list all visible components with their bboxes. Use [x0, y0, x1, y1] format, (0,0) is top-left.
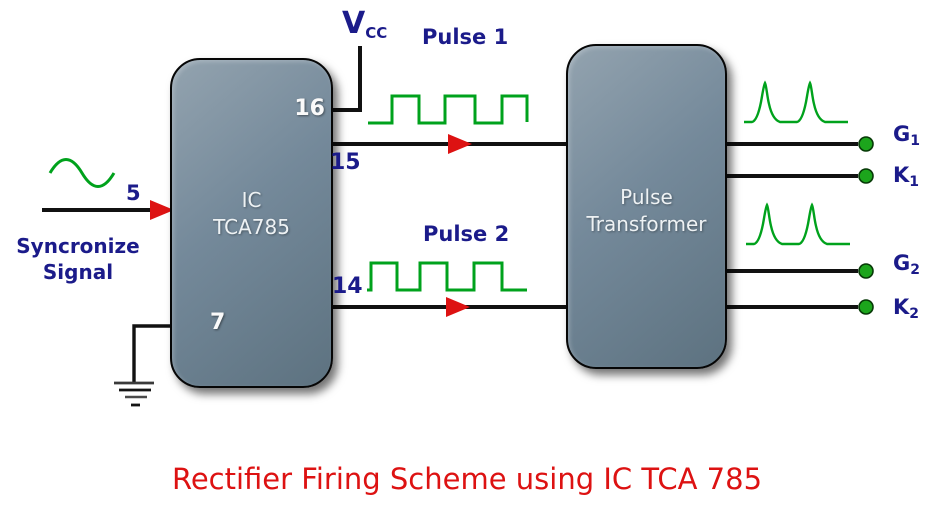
- ic-block-name-line1: IC: [241, 188, 262, 212]
- g2-label-base: G: [893, 251, 911, 275]
- k1-terminal-dot-icon: [858, 168, 874, 184]
- input-right-arrow-icon: [150, 200, 174, 220]
- pin16-label: 16: [294, 96, 325, 121]
- transformer-block-name-line2: Transformer: [586, 212, 707, 236]
- pin14-label: 14: [332, 274, 363, 299]
- vcc-label-base: V: [342, 6, 366, 41]
- pulse1-right-arrow-icon: [448, 134, 472, 154]
- g1-terminal-dot-icon: [858, 136, 874, 152]
- ic-block-name-line2: TCA785: [213, 215, 290, 239]
- sine-wave-icon: [48, 158, 116, 188]
- square-wave-pulse2-icon: [367, 261, 527, 292]
- pulse-transformer-block: Pulse Transformer: [566, 44, 727, 369]
- ground-wire: [132, 324, 172, 382]
- pulse2-label: Pulse 2: [423, 222, 510, 246]
- pin5-label: 5: [126, 181, 141, 205]
- vcc-label-sub: CC: [365, 24, 388, 42]
- transformer-block-name-line1: Pulse: [620, 185, 673, 209]
- ic-tca785-block: 16 7 IC TCA785: [170, 58, 333, 388]
- pulse2-right-arrow-icon: [446, 297, 470, 317]
- k1-label-base: K: [893, 163, 910, 187]
- k2-terminal-dot-icon: [858, 299, 874, 315]
- transformer-block-name: Pulse Transformer: [568, 184, 725, 238]
- syncronize-signal-line1: Syncronize: [16, 234, 140, 258]
- k2-label: K2: [893, 295, 919, 322]
- k2-label-base: K: [893, 295, 910, 319]
- pulse1-label: Pulse 1: [422, 25, 509, 49]
- k1-label-sub: 1: [909, 174, 920, 190]
- g2-label: G2: [893, 251, 920, 278]
- gate-pulse-spikes1-icon: [744, 80, 848, 124]
- g1-label-sub: 1: [910, 133, 920, 149]
- pin7-label: 7: [210, 310, 226, 335]
- syncronize-signal-label: Syncronize Signal: [8, 233, 148, 285]
- k2-label-sub: 2: [909, 306, 920, 322]
- diagram-title: Rectifier Firing Scheme using IC TCA 785: [171, 462, 763, 496]
- pin15-label: 15: [330, 150, 361, 175]
- ic-block-name: IC TCA785: [172, 187, 331, 241]
- g1-label: G1: [893, 122, 920, 149]
- earth-ground-icon: [114, 381, 154, 407]
- g2-label-sub: 2: [910, 262, 920, 278]
- square-wave-pulse1-icon: [368, 94, 529, 125]
- vcc-label: VCC: [342, 6, 387, 42]
- g1-label-base: G: [893, 122, 911, 146]
- syncronize-signal-line2: Signal: [42, 260, 114, 284]
- g2-terminal-dot-icon: [858, 263, 874, 279]
- gate-pulse-spikes2-icon: [746, 202, 850, 246]
- k1-label: K1: [893, 163, 919, 190]
